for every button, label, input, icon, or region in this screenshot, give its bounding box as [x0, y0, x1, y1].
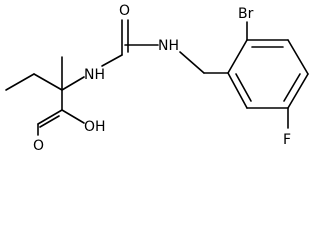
bond-nh-urea — [101, 54, 123, 67]
bonds — [5, 19, 309, 136]
ring-bond-1 — [227, 39, 248, 74]
structure-diagram: Br O NH NH F OH O — [5, 3, 309, 154]
ring-double-2 — [283, 73, 301, 102]
atom-o-acid: O — [33, 138, 44, 154]
atom-o-carbonyl: O — [119, 3, 130, 19]
atom-oh: OH — [84, 119, 106, 135]
ring-double-3 — [235, 73, 252, 102]
atom-br: Br — [238, 6, 254, 22]
bond-carbonyl-acid-b — [39, 115, 60, 128]
bond-ethyl-1 — [5, 73, 35, 91]
bond-c-oh — [61, 109, 85, 124]
ring-bond-3 — [287, 39, 309, 75]
atom-nh-left: NH — [84, 67, 105, 83]
bond-nh-ch2 — [179, 51, 205, 74]
bond-carbonyl-acid-a — [37, 109, 63, 125]
bond-ethyl-2 — [33, 73, 63, 91]
ring-bond-6 — [227, 72, 248, 109]
ring-bond-4 — [287, 73, 309, 109]
atom-nh-right: NH — [158, 38, 179, 54]
bond-c-nh-left — [61, 76, 85, 91]
atom-f: F — [283, 132, 291, 148]
